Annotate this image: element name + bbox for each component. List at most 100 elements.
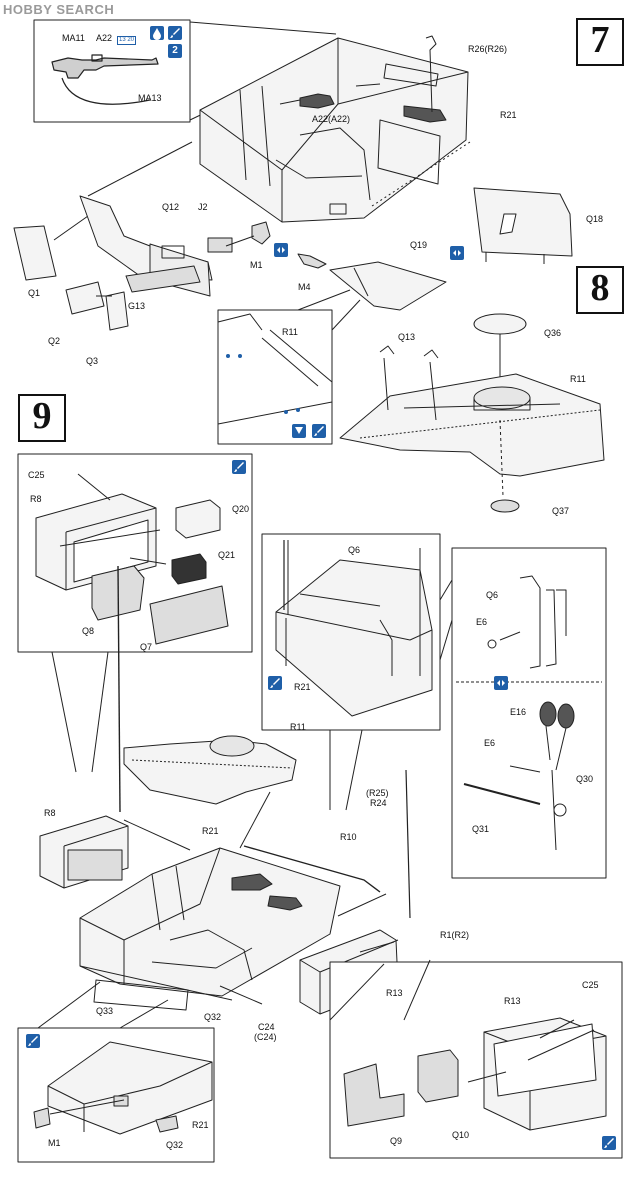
paint-brush-icon <box>26 1034 40 1048</box>
paint-brush-icon <box>232 460 246 474</box>
hull-side-detail <box>33 1041 213 1135</box>
part-q36 <box>473 313 527 335</box>
step-number-8: 8 <box>576 266 624 314</box>
part-label: MA13 <box>138 93 162 103</box>
part-q19 <box>329 261 447 311</box>
part-q9 <box>343 1063 405 1127</box>
part-q37 <box>490 499 520 513</box>
part-q20 <box>175 499 221 539</box>
part-label: E6 <box>476 617 488 627</box>
part-q10 <box>417 1049 459 1103</box>
part-label: R8 <box>44 808 56 818</box>
part-label: Q6 <box>348 545 361 555</box>
part-label: C25 <box>582 980 599 990</box>
part-label: C24 <box>258 1022 275 1032</box>
part-label: R21 <box>202 826 219 836</box>
hull-floor-step9 <box>123 735 297 805</box>
part-label: Q9 <box>390 1136 403 1146</box>
part-label: R11 <box>570 374 586 384</box>
part-label: R13 <box>386 988 403 998</box>
part-label: R11 <box>282 327 298 337</box>
part-label: E6 <box>484 738 496 748</box>
part-label: Q31 <box>472 824 490 834</box>
color-ref-badge: 13 20 <box>117 36 137 45</box>
symmetric-parts-icon <box>274 243 288 257</box>
part-label: Q6 <box>486 590 499 600</box>
part-label: R11 <box>290 722 306 732</box>
part-label: M1 <box>48 1138 61 1148</box>
paint-brush-icon <box>312 424 326 438</box>
part-q18 <box>473 187 573 257</box>
part-label: Q8 <box>82 626 95 636</box>
part-q7 <box>149 585 229 645</box>
step-number-9: 9 <box>18 394 66 442</box>
mg-inset-callout <box>189 21 337 35</box>
part-label: Q18 <box>586 214 604 224</box>
part-label: R24 <box>370 798 387 808</box>
step-number-7: 7 <box>576 18 624 66</box>
part-label: A22 <box>96 33 113 43</box>
part-q2 <box>65 281 105 315</box>
part-label: R13 <box>504 996 521 1006</box>
part-label: R21 <box>500 110 517 120</box>
r8-rack-figure <box>35 493 157 591</box>
step-count-icon: 2 <box>168 44 182 58</box>
part-label: Q19 <box>410 240 428 250</box>
symmetric-parts-icon <box>494 676 508 690</box>
cement-drop-icon <box>150 26 164 40</box>
part-label: Q33 <box>96 1006 114 1016</box>
part-label: M4 <box>298 282 311 292</box>
e16-periscope-figure <box>463 701 575 851</box>
part-label: Q30 <box>576 774 594 784</box>
upper-hull-step9 <box>79 845 381 1011</box>
part-label: Q32 <box>166 1140 184 1150</box>
upper-hull-step7 <box>199 37 471 223</box>
part-q21 <box>171 553 207 585</box>
part-label: Q3 <box>86 356 99 366</box>
part-label: G13 <box>128 301 146 311</box>
remove-part-icon <box>292 424 306 438</box>
part-label: MA11 <box>62 33 85 43</box>
paint-brush-icon <box>268 676 282 690</box>
part-label: J2 <box>198 202 208 212</box>
part-label: Q37 <box>552 506 570 516</box>
paint-brush-icon <box>602 1136 616 1150</box>
front-plate-assembly <box>79 195 233 297</box>
part-q3 <box>105 291 129 331</box>
part-label: Q21 <box>218 550 236 560</box>
part-label: Q20 <box>232 504 250 514</box>
part-label: R26(R26) <box>468 44 508 54</box>
part-label: Q32 <box>204 1012 222 1022</box>
part-label: (C24) <box>254 1032 277 1042</box>
part-label: R1(R2) <box>440 930 470 940</box>
part-label: Q13 <box>398 332 416 342</box>
watermark-logo: HOBBY SEARCH <box>3 2 115 17</box>
part-label: E16 <box>510 707 527 717</box>
part-label: R21 <box>192 1120 209 1130</box>
part-label: R10 <box>340 832 357 842</box>
part-m1 <box>251 221 271 245</box>
r11-detail-box <box>217 309 333 445</box>
part-label: Q2 <box>48 336 61 346</box>
part-q1 <box>13 225 57 281</box>
paint-brush-icon <box>168 26 182 40</box>
part-label: Q36 <box>544 328 562 338</box>
part-label: Q10 <box>452 1130 470 1140</box>
r13-box-open-figure <box>483 1017 607 1131</box>
part-label: Q7 <box>140 642 153 652</box>
part-label: (R25) <box>366 788 389 798</box>
part-label: M1 <box>250 260 263 270</box>
symmetric-parts-icon <box>450 246 464 260</box>
part-label: Q1 <box>28 288 41 298</box>
part-label: R21 <box>294 682 311 692</box>
machine-gun-figure <box>51 54 159 105</box>
part-label: Q12 <box>162 202 180 212</box>
part-label: R8 <box>30 494 42 504</box>
r21-rear-wall-figure <box>275 540 433 717</box>
q6-detail-box <box>451 547 607 879</box>
q6-periscope-figure <box>487 575 567 669</box>
part-label: A22(A22) <box>312 114 351 124</box>
mg-inset-box <box>33 19 191 123</box>
